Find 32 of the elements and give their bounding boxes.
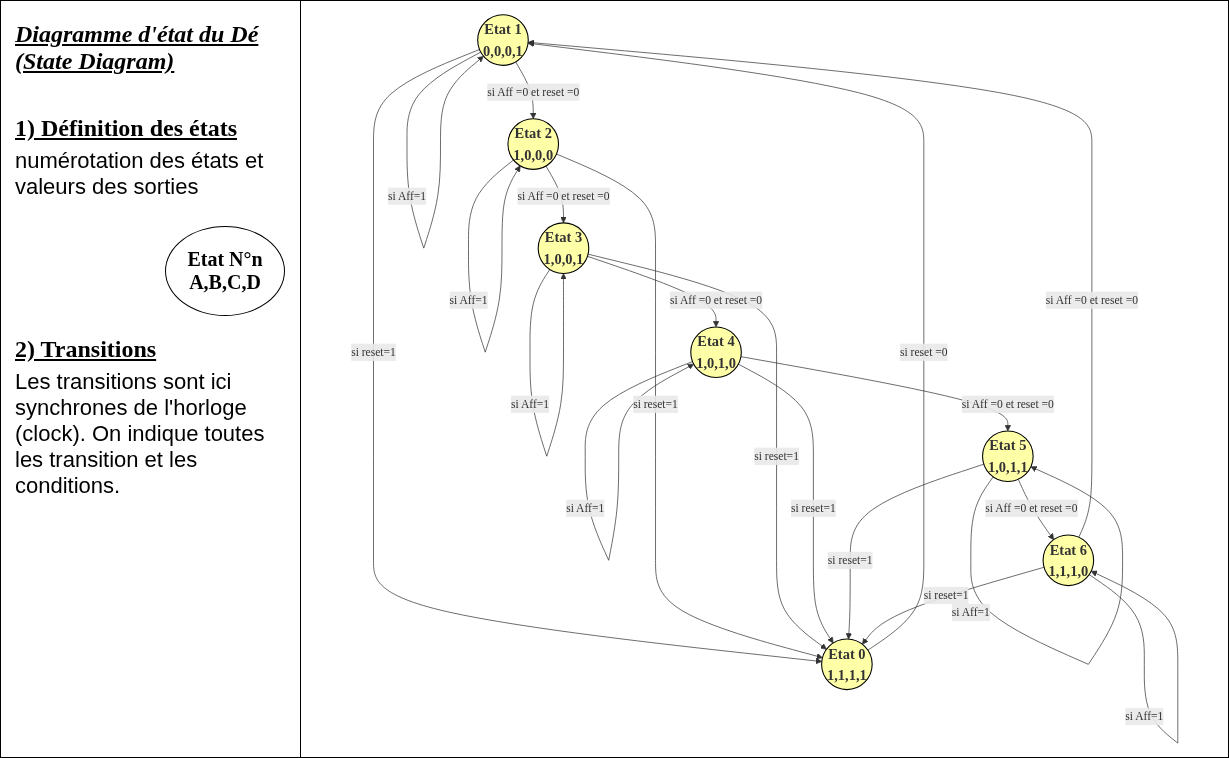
edge-label: si Aff =0 et reset =0 xyxy=(961,397,1054,411)
edge-label: si Aff =0 et reset =0 xyxy=(669,293,763,306)
edge-label: si Aff =0 et reset =0 xyxy=(985,501,1078,515)
edge-label: si reset=1 xyxy=(633,397,678,411)
edge-label: si Aff=1 xyxy=(951,605,990,619)
edge-label: si reset=1 xyxy=(827,553,873,567)
node-circle: Etat 6 1,1,1,0 xyxy=(1042,534,1095,587)
node-circle: Etat 4 1,0,1,0 xyxy=(690,326,742,379)
edge-label: si reset=1 xyxy=(791,501,836,515)
paragraph: Les transitions sont ici synchrones de l'horloge (clock). On indique toutes les transition et les conditions. xyxy=(15,369,266,499)
node-circle: Etat 1 0,0,0,1 xyxy=(477,14,529,66)
edge-label: si Aff=1 xyxy=(566,501,605,515)
edge-label: si Aff=1 xyxy=(1125,709,1164,723)
node-circle: Etat 3 1,0,0,1 xyxy=(537,222,590,274)
state-ellipse: Etat N°n A,B,C,D xyxy=(165,226,285,316)
title: Diagramme d'état du Dé (State Diagram) xyxy=(15,21,260,75)
edge-label: si reset=1 xyxy=(351,345,396,358)
edge-label: si reset=1 xyxy=(923,588,969,602)
paragraph: numérotation des états et valeurs des sorties xyxy=(15,148,265,200)
node-circle: Etat 5 1,0,1,1 xyxy=(982,430,1034,483)
node-circle: Etat 2 1,0,0,0 xyxy=(507,118,560,170)
edge-label: si Aff=1 xyxy=(510,397,550,411)
section-heading: 2) Transitions xyxy=(15,336,158,363)
edge-label: si reset =0 xyxy=(900,345,948,358)
edge-label: si reset=1 xyxy=(754,449,799,463)
edge-label: si Aff =0 et reset =0 xyxy=(1045,293,1138,306)
edge-label: si Aff=1 xyxy=(449,293,488,306)
node-circle: Etat 0 1,1,1,1 xyxy=(821,638,873,691)
edge-label: si Aff =0 et reset =0 xyxy=(487,85,580,98)
section-heading: 1) Définition des états xyxy=(15,115,238,142)
edge-label: si Aff=1 xyxy=(387,189,427,202)
edge-label: si Aff =0 et reset =0 xyxy=(517,189,610,202)
